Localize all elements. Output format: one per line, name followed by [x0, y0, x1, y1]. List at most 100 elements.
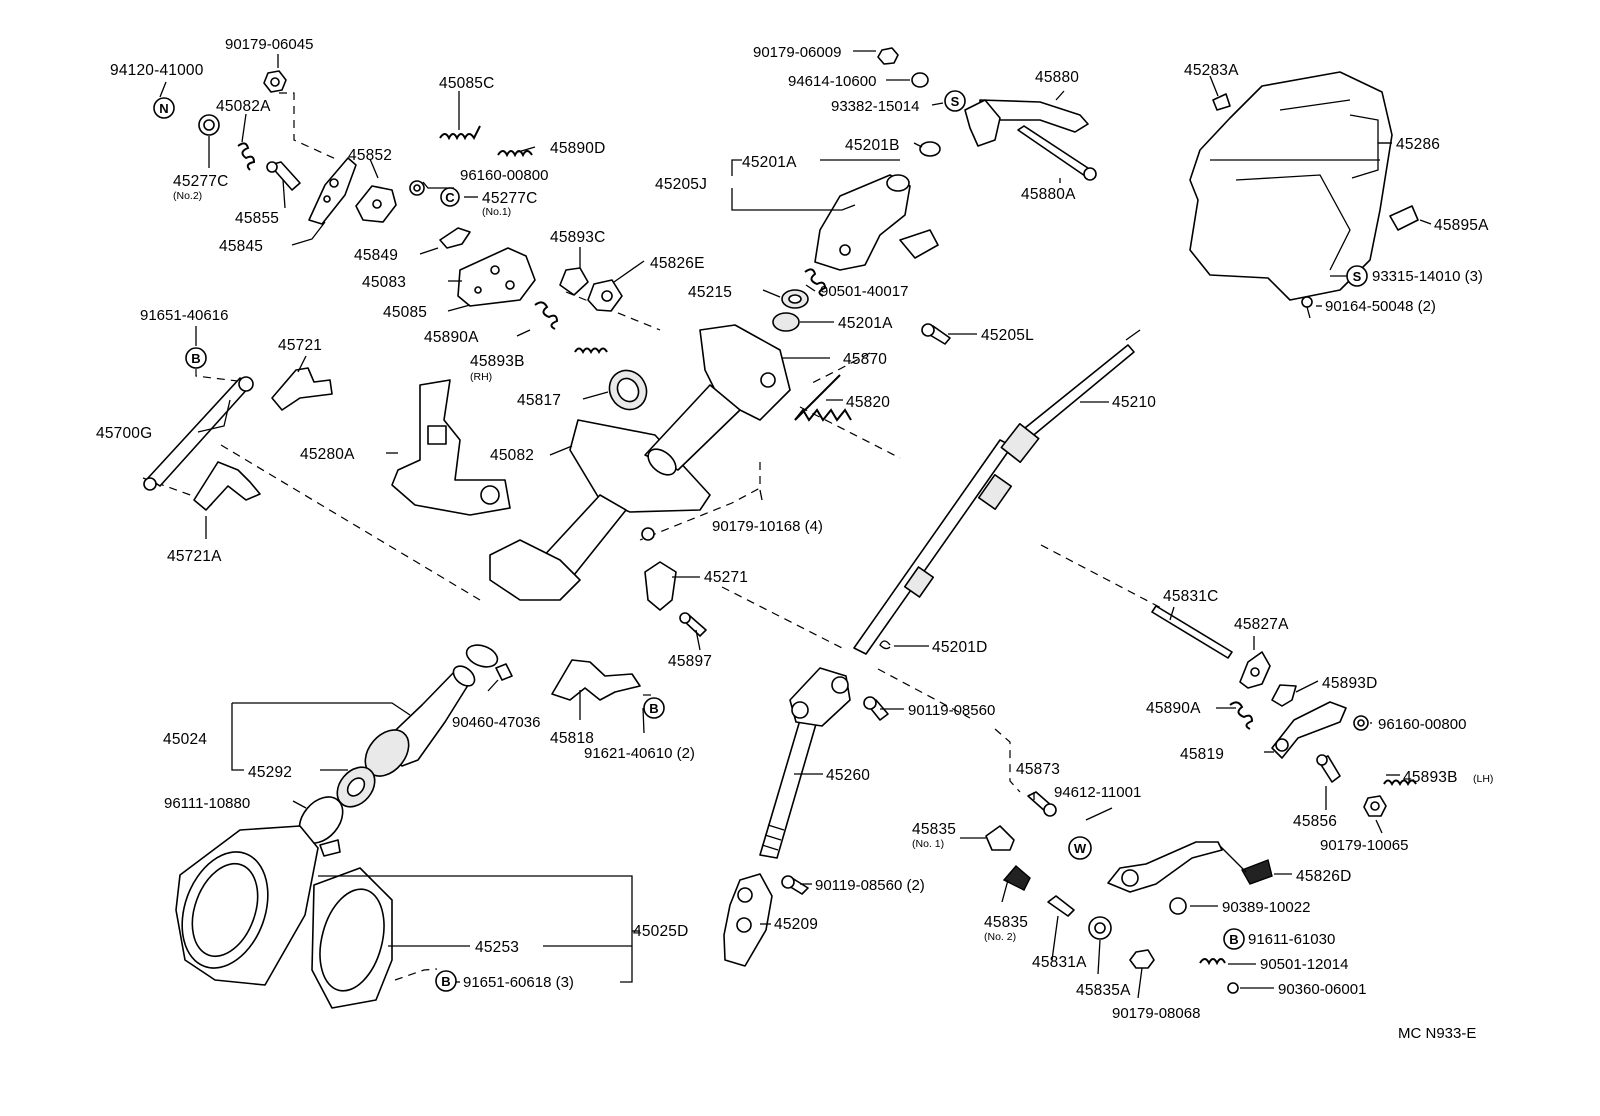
part-universal-joint-45209: [723, 873, 773, 967]
label-45201B: 45201B: [845, 137, 900, 154]
part-pad-45283A: [1212, 93, 1231, 111]
part-bearing-45292: [336, 766, 376, 808]
assembly-dashed-lines: [142, 92, 1166, 981]
svg-text:B: B: [441, 974, 450, 989]
label-45253: 45253: [475, 939, 519, 956]
part-washer-94614: [911, 72, 929, 88]
part-column-upper-45870: [644, 324, 791, 476]
symbol-b-icon: B: [435, 970, 457, 992]
part-spring-45890A-top: [534, 301, 559, 330]
label-45890A-right: 45890A: [1146, 700, 1201, 717]
label-90179-10065: 90179-10065: [1320, 837, 1408, 854]
part-plate-45083-45085: [457, 247, 536, 307]
part-cam-45827A: [1239, 651, 1271, 689]
symbol-s-icon: S: [1346, 265, 1368, 287]
label-45277C-no1-sub: (No.1): [482, 206, 511, 218]
part-pad-45835-no2: [1002, 865, 1031, 891]
label-91651-40616: 91651-40616: [140, 307, 228, 324]
label-45826E: 45826E: [650, 255, 705, 272]
part-seal-45253: [311, 867, 393, 1009]
part-nut-94120: [198, 114, 220, 136]
part-bolt-45831A: [1047, 895, 1075, 917]
part-housing-45201A: [814, 174, 939, 271]
label-45818: 45818: [550, 730, 594, 747]
symbol-n-icon: N: [153, 97, 175, 119]
part-shaft-45260: [759, 719, 817, 859]
label-45085C: 45085C: [439, 75, 495, 92]
part-pin-45855: [266, 161, 301, 191]
svg-text:B: B: [191, 351, 200, 366]
part-spring-45893B-lh: [1383, 779, 1417, 787]
label-96111-10880: 96111-10880: [164, 795, 250, 812]
label-91611-61030: 91611-61030: [1248, 931, 1335, 948]
label-45292: 45292: [248, 764, 292, 781]
label-45820: 45820: [846, 394, 890, 411]
label-90164-50048: 90164-50048 (2): [1325, 298, 1436, 315]
label-45873: 45873: [1016, 761, 1060, 778]
part-shaft-45210: [853, 329, 1141, 655]
label-45271: 45271: [704, 569, 748, 586]
part-rod-45831C: [1151, 605, 1233, 659]
label-45893D: 45893D: [1322, 675, 1378, 692]
part-screw-90164: [1301, 296, 1313, 319]
part-plate-45819: [1271, 701, 1347, 759]
part-bracket-45845: [308, 157, 357, 225]
svg-text:S: S: [1353, 269, 1362, 284]
label-45827A: 45827A: [1234, 616, 1289, 633]
symbol-c-icon: C: [440, 187, 460, 207]
label-90179-08068: 90179-08068: [1112, 1005, 1200, 1022]
label-45831A: 45831A: [1032, 954, 1087, 971]
part-pin-45856: [1316, 754, 1341, 783]
part-pad-45895A: [1389, 205, 1419, 231]
part-labels: 94120-41000 90179-06045 45082A 45277C (N…: [96, 36, 1493, 1042]
part-nut-90179-06045: [263, 70, 287, 93]
part-ring-45201A-lower: [772, 312, 800, 332]
part-bearing-45215: [781, 289, 809, 309]
label-45082A: 45082A: [216, 98, 271, 115]
label-45880: 45880: [1035, 69, 1079, 86]
part-lever-45893C: [559, 267, 589, 296]
part-spring-45820: [794, 374, 852, 422]
label-93315-14010: 93315-14010 (3): [1372, 268, 1483, 285]
label-45210: 45210: [1112, 394, 1156, 411]
symbol-markers: N C B B B S S W: [153, 90, 1368, 992]
part-ball-90360: [1227, 982, 1239, 994]
svg-text:W: W: [1074, 841, 1087, 856]
part-clamp-90460: [465, 644, 513, 681]
label-45835-no2: 45835: [984, 914, 1028, 931]
label-45025D: 45025D: [633, 923, 689, 940]
label-45890D: 45890D: [550, 140, 606, 157]
part-lever-45893D: [1271, 684, 1297, 707]
label-45856: 45856: [1293, 813, 1337, 830]
symbol-s-icon: S: [944, 90, 966, 112]
label-45845: 45845: [219, 238, 263, 255]
leader-lines: [159, 50, 1432, 999]
part-nut-90179-10065: [1363, 795, 1387, 817]
part-ring-45201B: [919, 141, 941, 157]
label-90119-08560-2: 90119-08560 (2): [815, 877, 925, 894]
part-clamp-45271: [644, 561, 677, 611]
part-lever-45826D: [1107, 841, 1273, 893]
label-90179-10168: 90179-10168 (4): [712, 518, 823, 535]
part-cover-45286: [1189, 71, 1393, 301]
label-45205L: 45205L: [981, 327, 1034, 344]
svg-text:B: B: [649, 701, 658, 716]
part-universal-joint-upper: [789, 667, 851, 727]
label-45083: 45083: [362, 274, 406, 291]
part-bolt-45873: [1027, 791, 1057, 817]
label-90460-47036: 90460-47036: [452, 714, 540, 731]
label-45826D: 45826D: [1296, 868, 1352, 885]
label-45819: 45819: [1180, 746, 1224, 763]
svg-text:B: B: [1229, 932, 1238, 947]
part-bolt-90119-b: [781, 875, 809, 895]
label-45893C: 45893C: [550, 229, 606, 246]
label-45201D: 45201D: [932, 639, 988, 656]
label-45205J: 45205J: [655, 176, 707, 193]
label-45277C-no1: 45277C: [482, 190, 538, 207]
label-94612-11001: 94612-11001: [1054, 784, 1141, 801]
part-bracket-45721: [271, 367, 333, 411]
label-45260: 45260: [826, 767, 870, 784]
label-90389-10022: 90389-10022: [1222, 899, 1310, 916]
part-spring-45890D: [497, 150, 533, 158]
